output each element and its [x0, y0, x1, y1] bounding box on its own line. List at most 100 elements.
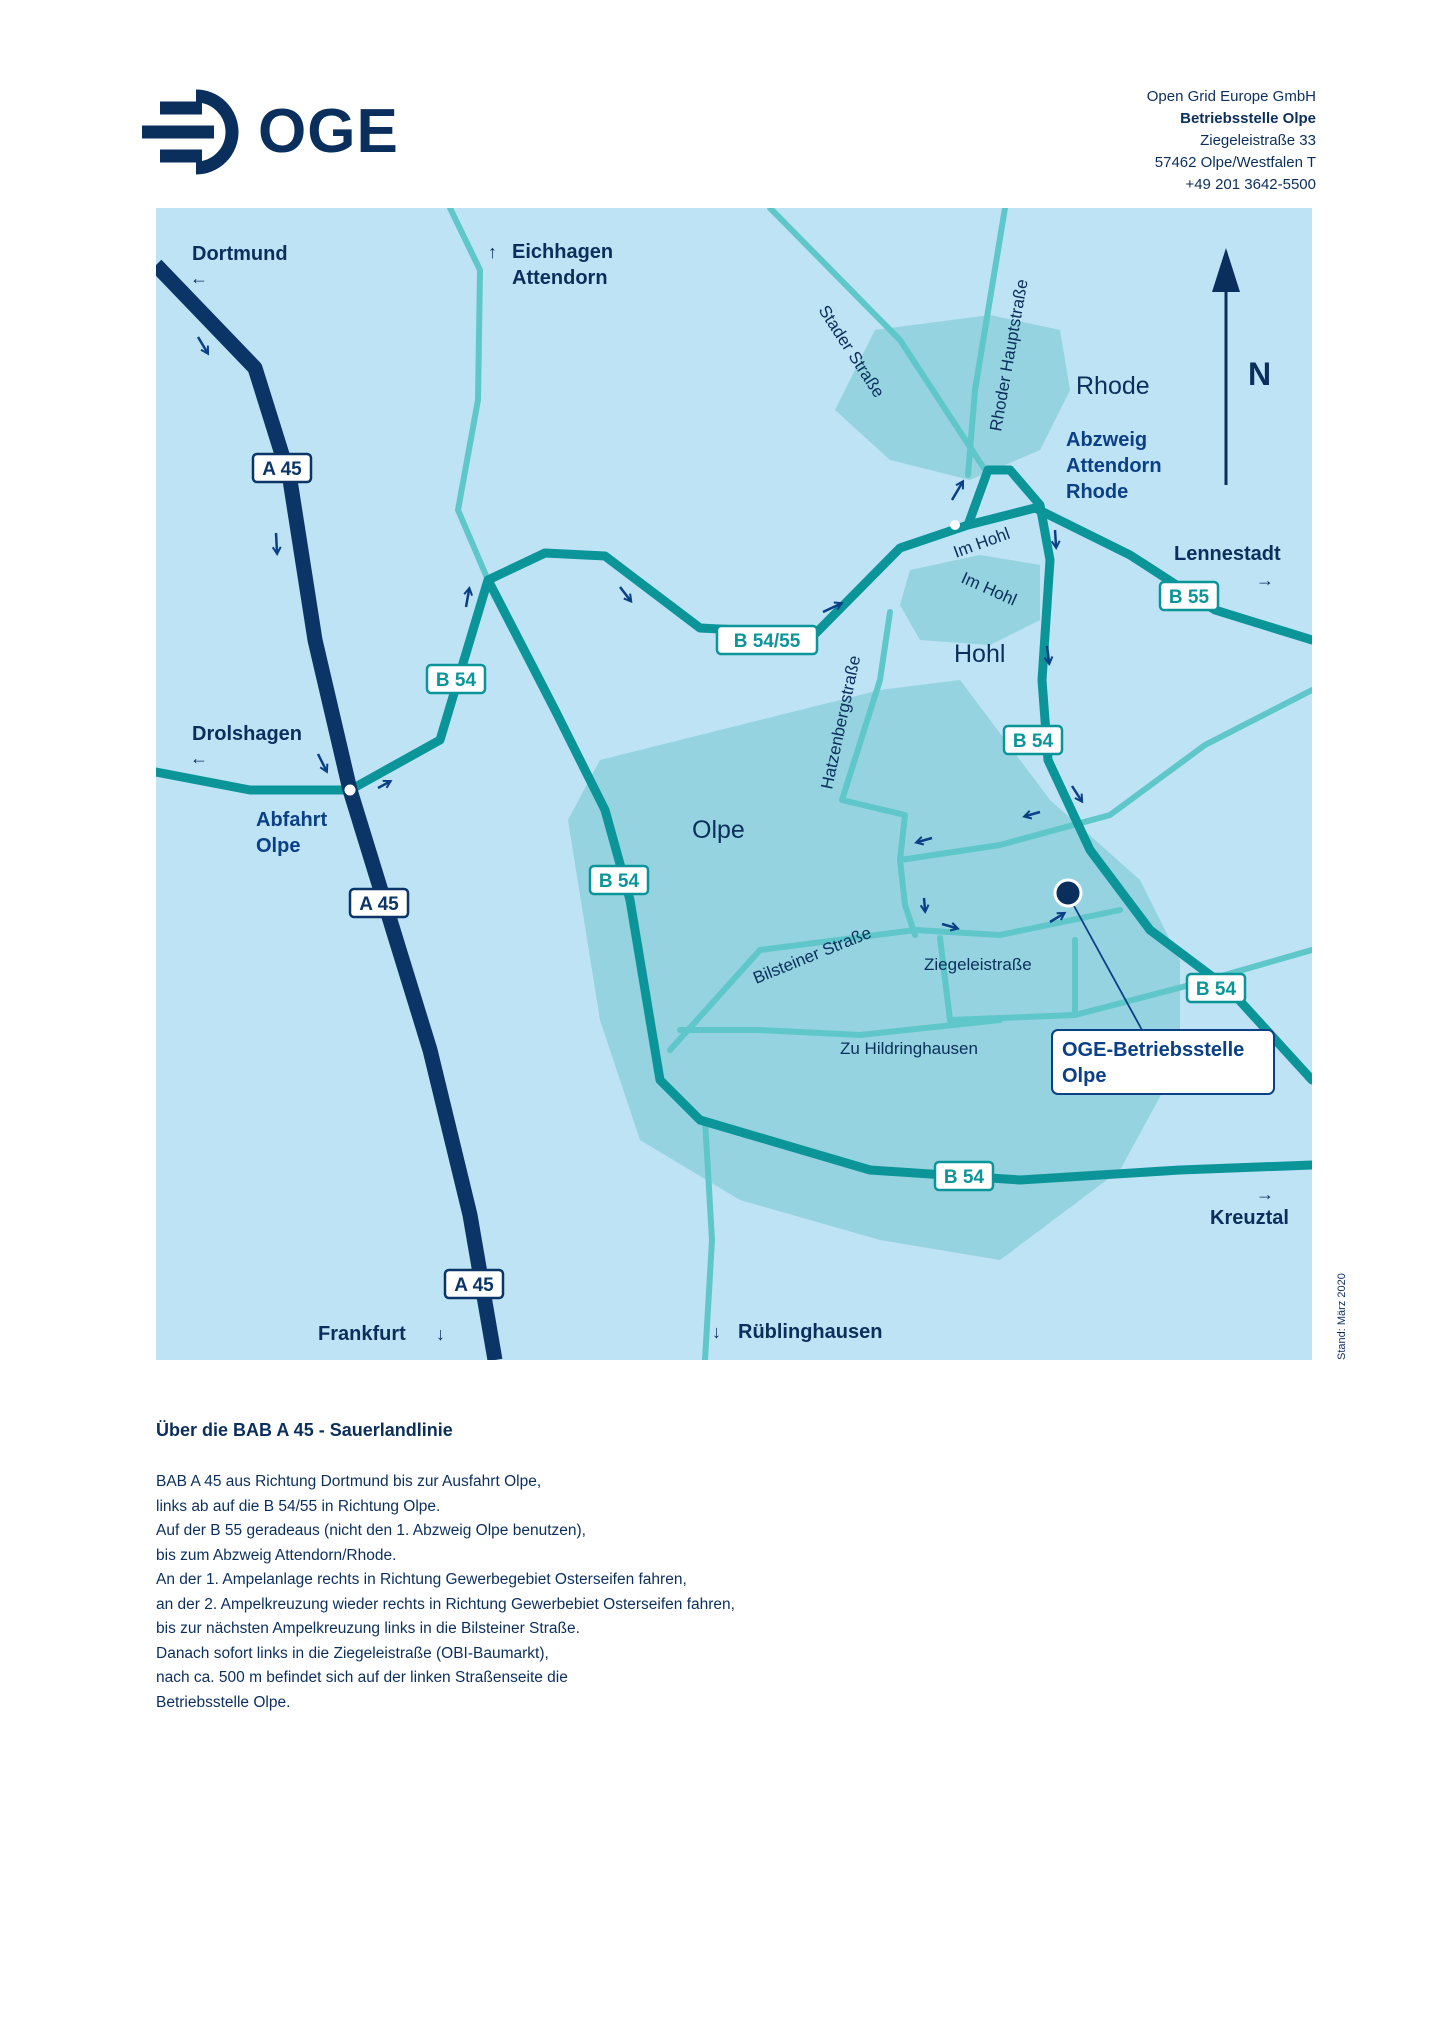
label-abzweig-3: Rhode — [1066, 481, 1128, 503]
label-attendorn: Attendorn — [512, 267, 608, 289]
route-line: Auf der B 55 geradeaus (nicht den 1. Abz… — [156, 1522, 586, 1539]
arrow-right-icon — [1049, 911, 1067, 924]
road-olpe-east — [897, 687, 1312, 863]
arrow-right-icon: → — [1256, 570, 1274, 590]
arrow-up-icon — [950, 479, 965, 501]
company-address: Open Grid Europe GmbH Betriebsstelle Olp… — [1147, 86, 1316, 196]
label-abfahrt-1: Abfahrt — [256, 809, 327, 831]
destination-label-1: OGE-Betriebsstelle — [1062, 1039, 1244, 1061]
junction-abfahrt-olpe — [344, 784, 356, 796]
road-eichhagen — [447, 208, 491, 583]
route-heading: Über die BAB A 45 - Sauerlandlinie — [156, 1420, 453, 1440]
road-b54-west — [345, 503, 1040, 795]
shield-b55: B 55 — [1158, 580, 1220, 612]
label-hohl: Hohl — [954, 640, 1005, 668]
arrow-down-icon: ↓ — [712, 1322, 721, 1342]
route-line: bis zur nächsten Ampelkreuzung links in … — [156, 1620, 580, 1637]
route-line: an der 2. Ampelkreuzung wieder rechts in… — [156, 1595, 735, 1613]
label-lennestadt: Lennestadt — [1174, 543, 1281, 565]
arrow-left-icon: ← — [190, 748, 208, 768]
svg-text:A 45: A 45 — [359, 894, 399, 915]
road-bilsteiner — [667, 907, 1123, 1053]
label-drolshagen: Drolshagen — [192, 723, 302, 745]
shield-a45-3: A 45 — [443, 1268, 505, 1300]
urban-area-hohl — [900, 555, 1040, 645]
arrow-down-icon — [316, 753, 329, 774]
label-rhode: Rhode — [1076, 372, 1150, 400]
svg-text:B 55: B 55 — [1169, 587, 1210, 608]
arrow-down-icon — [1050, 529, 1061, 551]
road-stader-strasse — [767, 208, 988, 473]
minor-roads — [447, 208, 1312, 1360]
shield-b54-5: B 54 — [933, 1160, 995, 1192]
phone-number[interactable]: +49 201 3642-5500 — [1185, 176, 1316, 193]
destination-callout[interactable] — [1051, 1029, 1275, 1095]
route-line: links ab auf die B 54/55 in Richtung Olp… — [156, 1497, 441, 1515]
label-olpe: Olpe — [692, 816, 745, 844]
label-ruebling: Rüblinghausen — [738, 1321, 882, 1343]
arrow-down-icon: ↓ — [436, 1324, 445, 1344]
destination-label-2: Olpe — [1062, 1065, 1106, 1087]
shield-b5455: B 54/55 — [715, 624, 819, 656]
road-shields: A 45 A 45 A 45 B 54 B 54/55 B 55 B 54 B … — [251, 452, 1247, 1300]
label-abzweig-2: Attendorn — [1066, 455, 1162, 477]
junction-rhode — [950, 520, 960, 530]
label-frankfurt: Frankfurt — [318, 1323, 406, 1345]
route-line: Betriebsstelle Olpe. — [156, 1693, 291, 1711]
label-dortmund: Dortmund — [192, 243, 288, 265]
location-pin-icon[interactable] — [1053, 878, 1083, 908]
route-line: bis zum Abzweig Attendorn/Rhode. — [156, 1546, 397, 1564]
arrow-down-icon — [1070, 785, 1084, 804]
compass-label: N — [1248, 356, 1271, 392]
label-abfahrt-2: Olpe — [256, 835, 300, 857]
destination-pointer-line — [1067, 894, 1143, 1031]
route-line: nach ca. 500 m befindet sich auf der lin… — [156, 1669, 568, 1686]
arrow-right-icon: → — [1256, 1184, 1274, 1204]
logo-wordmark: OGE — [258, 97, 399, 166]
road-rhoder-hauptstrasse — [965, 208, 1008, 478]
road-hatzenberg — [839, 609, 918, 938]
label-eichhagen: Eichhagen — [512, 241, 613, 263]
svg-text:A 45: A 45 — [454, 1275, 494, 1296]
shield-b54-2: B 54 — [1002, 724, 1064, 756]
svg-text:A 45: A 45 — [262, 459, 302, 480]
route-line: Danach sofort links in die Ziegeleistraß… — [156, 1644, 549, 1662]
route-description: BAB A 45 aus Richtung Dortmund bis zur A… — [156, 1470, 735, 1715]
arrow-down-icon — [1043, 645, 1054, 666]
site-name: Betriebsstelle Olpe — [1180, 110, 1316, 127]
north-arrow-icon — [1212, 248, 1240, 485]
arrow-right-icon — [941, 922, 960, 932]
arrow-left-icon: ← — [190, 268, 208, 288]
svg-text:B 54/55: B 54/55 — [734, 631, 801, 652]
route-map[interactable]: N A 45 A 45 A 45 B 54 B 54/55 B 55 B 54 … — [156, 208, 1312, 1360]
street-address: Ziegeleistraße 33 — [1200, 132, 1316, 149]
urban-area-rhode — [835, 315, 1070, 480]
arrow-up-icon — [463, 586, 474, 608]
shield-b54-4: B 54 — [1185, 972, 1247, 1004]
svg-text:B 54: B 54 — [1013, 731, 1054, 752]
arrow-down-icon — [919, 897, 930, 915]
road-rhode-loop — [963, 465, 1312, 1085]
road-drolshagen — [156, 767, 355, 795]
arrow-left-icon — [914, 836, 933, 846]
arrow-right-icon — [619, 586, 633, 604]
city-address: 57462 Olpe/Westfalen T — [1154, 154, 1316, 171]
shield-a45-1: A 45 — [251, 452, 313, 484]
arrow-down-icon — [196, 336, 210, 356]
road-hildring — [677, 1017, 1003, 1038]
route-line: An der 1. Ampelanlage rechts in Richtung… — [156, 1571, 687, 1588]
oge-logo-mark-icon — [142, 89, 239, 175]
arrow-left-icon — [1022, 810, 1041, 820]
route-map-svg[interactable]: N A 45 A 45 A 45 B 54 B 54/55 B 55 B 54 … — [156, 208, 1312, 1360]
road-ruebling — [702, 1117, 715, 1360]
arrow-right-icon — [377, 779, 393, 790]
shield-b54-1: B 54 — [425, 663, 487, 695]
svg-text:B 54: B 54 — [436, 670, 477, 691]
road-b54-south — [483, 575, 1312, 1185]
route-line: BAB A 45 aus Richtung Dortmund bis zur A… — [156, 1473, 542, 1490]
company-name: Open Grid Europe GmbH — [1146, 88, 1316, 105]
svg-text:B 54: B 54 — [1196, 979, 1237, 1000]
shield-a45-2: A 45 — [348, 887, 410, 919]
label-hildring: Zu Hildringhausen — [840, 1039, 978, 1058]
label-abzweig-1: Abzweig — [1066, 429, 1147, 451]
